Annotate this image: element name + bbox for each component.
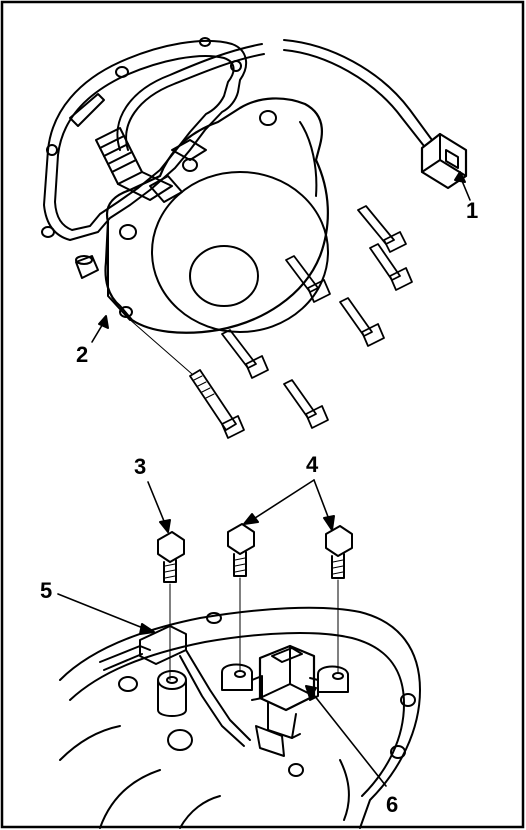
lower-assembly	[57, 479, 421, 829]
cover-bolt-long	[189, 369, 245, 439]
leader-2	[91, 315, 109, 343]
cover-bolt	[221, 329, 269, 379]
wire-harness	[116, 39, 468, 190]
leader-5	[57, 593, 155, 635]
gasket	[41, 37, 248, 241]
callout-1: 1	[466, 198, 478, 223]
bolt-4b	[325, 525, 353, 673]
leader-3	[147, 481, 171, 533]
bolt-3	[157, 531, 185, 681]
callout-3: 3	[134, 454, 146, 479]
callout-5: 5	[40, 578, 52, 603]
sensor-6	[221, 644, 349, 757]
stator-cover	[104, 97, 329, 334]
leader-6	[305, 685, 387, 787]
leader-1	[454, 171, 471, 201]
bolt-4a	[227, 523, 255, 671]
cover-bolts	[127, 205, 413, 439]
callout-2: 2	[76, 342, 88, 367]
leader-4	[243, 479, 335, 531]
dowel-pin	[75, 255, 99, 279]
cover-bolt	[357, 205, 407, 253]
wire-grommet	[95, 127, 173, 201]
cover-bolt	[285, 255, 331, 303]
boss-3	[157, 670, 187, 717]
callout-6: 6	[386, 792, 398, 817]
callout-4: 4	[306, 452, 319, 477]
sensor-wire	[99, 625, 251, 747]
upper-assembly	[41, 37, 471, 439]
cover-bolt	[369, 243, 413, 291]
cover-bolt	[339, 297, 385, 347]
cover-bolt	[283, 379, 329, 429]
